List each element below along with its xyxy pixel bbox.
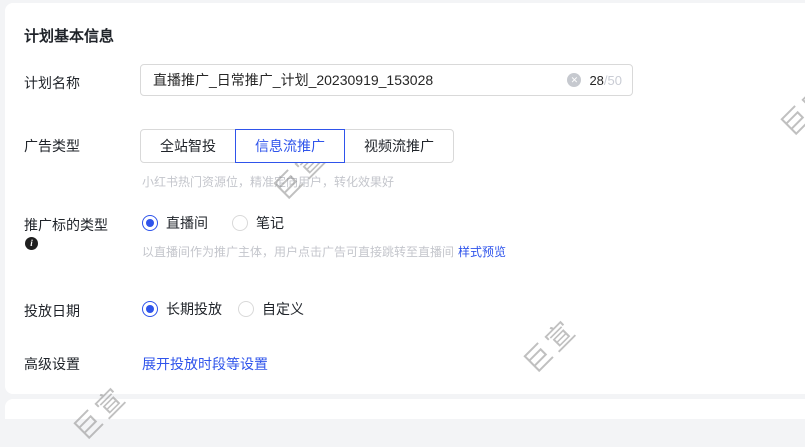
ad-type-button-group: 全站智投 信息流推广 视频流推广: [140, 129, 454, 163]
char-count-current: 28: [589, 72, 604, 88]
radio-live-room[interactable]: 直播间: [142, 213, 208, 233]
radio-custom-label: 自定义: [262, 301, 304, 317]
schedule-label: 投放日期: [24, 303, 80, 319]
clear-input-icon[interactable]: ✕: [567, 73, 582, 87]
radio-selected-icon: [142, 301, 158, 317]
radio-long-term[interactable]: 长期投放: [142, 299, 222, 319]
radio-unselected-icon: [232, 215, 248, 231]
radio-custom[interactable]: 自定义: [238, 299, 304, 319]
target-type-helper-text: 以直播间作为推广主体，用户点击广告可直接跳转至直播间样式预览: [142, 243, 506, 260]
radio-unselected-icon: [238, 301, 254, 317]
ad-type-option-full-site[interactable]: 全站智投: [140, 129, 236, 163]
target-type-helper-body: 以直播间作为推广主体，用户点击广告可直接跳转至直播间: [142, 245, 455, 259]
info-icon[interactable]: i: [25, 237, 38, 250]
radio-selected-icon: [142, 215, 158, 231]
section-title: 计划基本信息: [24, 28, 115, 45]
radio-note[interactable]: 笔记: [232, 213, 284, 233]
radio-long-term-label: 长期投放: [166, 301, 222, 317]
target-type-radio-group: 直播间 笔记: [142, 213, 284, 233]
schedule-radio-group: 长期投放 自定义: [142, 299, 304, 319]
plan-basic-info-card: 计划基本信息 计划名称 ✕ 28/50 广告类型 全站智投 信息流推广 视频流推…: [5, 3, 805, 394]
ad-type-label: 广告类型: [24, 138, 80, 154]
plan-name-label: 计划名称: [24, 75, 80, 91]
char-counter: 28/50: [589, 73, 622, 88]
radio-live-room-label: 直播间: [166, 215, 208, 231]
char-count-limit: /50: [603, 72, 622, 88]
target-type-label: 推广标的类型: [24, 217, 108, 233]
plan-name-input[interactable]: [153, 72, 568, 88]
radio-note-label: 笔记: [256, 215, 284, 231]
plan-name-input-box: ✕ 28/50: [140, 64, 633, 96]
ad-type-helper-text: 小红书热门资源位，精准定向用户，转化效果好: [142, 175, 395, 189]
style-preview-link[interactable]: 样式预览: [458, 245, 507, 259]
advanced-settings-label: 高级设置: [24, 356, 80, 372]
next-card-top-edge: [5, 399, 805, 419]
expand-schedule-settings-link[interactable]: 展开投放时段等设置: [142, 356, 268, 372]
ad-type-option-video-feed[interactable]: 视频流推广: [344, 129, 454, 163]
ad-type-option-feed[interactable]: 信息流推广: [235, 129, 345, 163]
